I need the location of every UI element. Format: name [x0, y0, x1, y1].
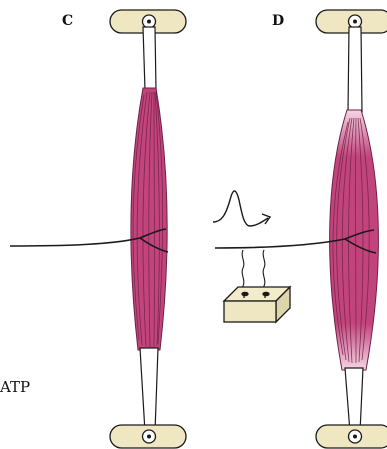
- bottom-clamp-d: [316, 425, 387, 448]
- panel-label-c: C: [62, 13, 73, 29]
- stimulator-box: [224, 287, 290, 322]
- top-tendon-d: [348, 27, 362, 112]
- panel-label-d: D: [272, 13, 284, 29]
- action-potential-arrow: [213, 191, 270, 226]
- bottom-tendon-d: [345, 368, 363, 432]
- bottom-tendon-c: [140, 348, 158, 432]
- muscle-d-group: [215, 10, 387, 448]
- atp-label: ATP: [0, 378, 30, 396]
- bottom-clamp-c: [110, 425, 186, 448]
- top-tendon-c: [143, 27, 156, 90]
- muscle-c-group: [10, 10, 186, 448]
